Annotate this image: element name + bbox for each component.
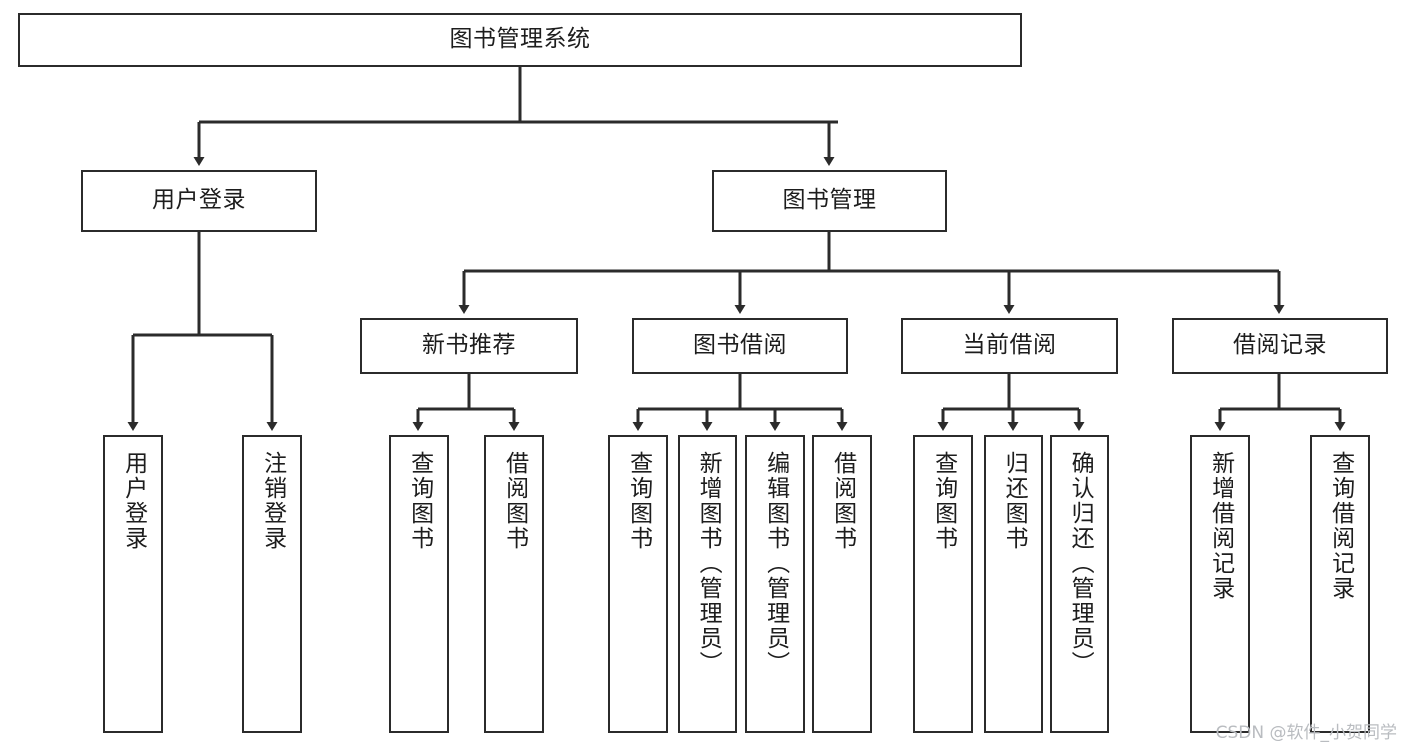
node-label: 图书管理系统 xyxy=(449,26,591,53)
node-label: 图书借阅 xyxy=(693,332,787,359)
leaf-add-book-admin[interactable]: 新增图书（管理员） xyxy=(678,435,737,733)
leaf-query-book-current[interactable]: 查询图书 xyxy=(913,435,973,733)
leaf-borrow-book[interactable]: 借阅图书 xyxy=(812,435,872,733)
leaf-query-borrow-record[interactable]: 查询借阅记录 xyxy=(1310,435,1370,733)
node-label: 查询图书 xyxy=(406,451,433,551)
node-book-management[interactable]: 图书管理 xyxy=(712,170,947,232)
leaf-return-book[interactable]: 归还图书 xyxy=(984,435,1043,733)
node-label: 编辑图书（管理员） xyxy=(762,451,789,676)
node-label: 借阅图书 xyxy=(501,451,528,551)
node-user-login[interactable]: 用户登录 xyxy=(81,170,317,232)
node-label: 确认归还（管理员） xyxy=(1067,451,1094,676)
csdn-watermark: CSDN @软件_小贺同学 xyxy=(1215,723,1397,743)
node-label: 借阅记录 xyxy=(1233,332,1327,359)
node-label: 借阅图书 xyxy=(829,451,856,551)
node-label: 图书管理 xyxy=(782,187,877,214)
node-label: 用户登录 xyxy=(120,451,147,551)
node-root-system[interactable]: 图书管理系统 xyxy=(18,13,1022,67)
node-label: 当前借阅 xyxy=(962,332,1057,359)
node-label: 新增图书（管理员） xyxy=(695,451,722,676)
leaf-confirm-return-admin[interactable]: 确认归还（管理员） xyxy=(1050,435,1109,733)
leaf-query-book-newbook[interactable]: 查询图书 xyxy=(389,435,449,733)
node-label: 新增借阅记录 xyxy=(1207,451,1234,601)
node-label: 用户登录 xyxy=(152,187,246,214)
leaf-query-book-borrow[interactable]: 查询图书 xyxy=(608,435,668,733)
leaf-logout-login[interactable]: 注销登录 xyxy=(242,435,302,733)
node-label: 查询图书 xyxy=(625,451,652,551)
node-label: 注销登录 xyxy=(259,451,286,551)
node-label: 归还图书 xyxy=(1001,451,1028,551)
leaf-borrow-book-newbook[interactable]: 借阅图书 xyxy=(484,435,544,733)
node-label: 查询图书 xyxy=(930,451,957,551)
node-label: 新书推荐 xyxy=(422,332,516,359)
node-label: 查询借阅记录 xyxy=(1327,451,1354,601)
node-borrow-record[interactable]: 借阅记录 xyxy=(1172,318,1388,374)
leaf-edit-book-admin[interactable]: 编辑图书（管理员） xyxy=(745,435,805,733)
leaf-add-borrow-record[interactable]: 新增借阅记录 xyxy=(1190,435,1250,733)
node-current-borrow[interactable]: 当前借阅 xyxy=(901,318,1118,374)
node-book-borrow[interactable]: 图书借阅 xyxy=(632,318,848,374)
leaf-user-login[interactable]: 用户登录 xyxy=(103,435,163,733)
node-new-book-recommend[interactable]: 新书推荐 xyxy=(360,318,578,374)
